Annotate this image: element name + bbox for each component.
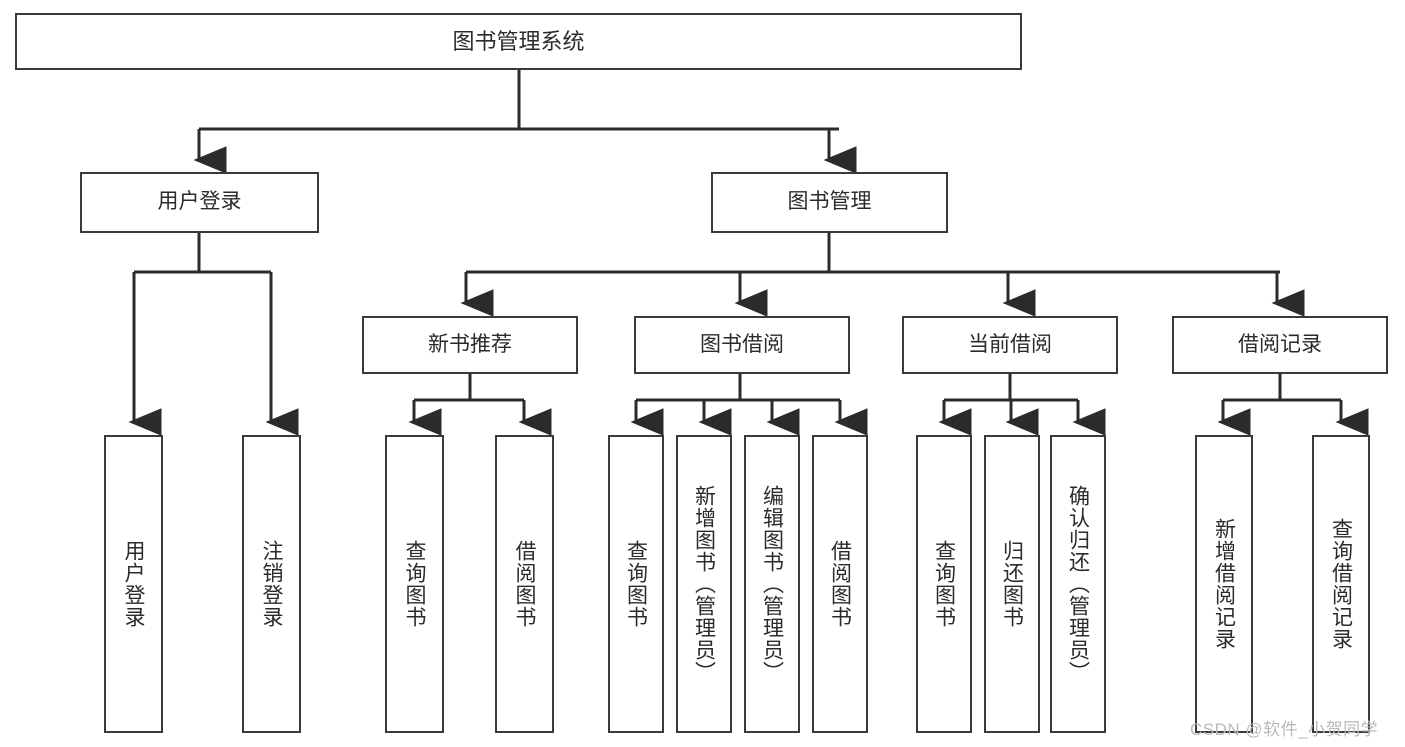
node-user-login[interactable]: 用户登录: [80, 172, 319, 233]
leaf-edit-book-label: 编辑图书（管理员）: [760, 485, 784, 683]
leaf-borrow-book-1[interactable]: 借阅图书: [495, 435, 554, 733]
leaf-query-book-2-label: 查询图书: [624, 540, 648, 628]
leaf-return-book-label: 归还图书: [1000, 540, 1024, 628]
node-root-label: 图书管理系统: [452, 28, 585, 54]
leaf-add-book[interactable]: 新增图书（管理员）: [676, 435, 732, 733]
node-current-borrow[interactable]: 当前借阅: [902, 316, 1118, 374]
leaf-add-book-label: 新增图书（管理员）: [692, 485, 716, 683]
node-book-borrow[interactable]: 图书借阅: [634, 316, 850, 374]
leaf-query-book-3-label: 查询图书: [932, 540, 956, 628]
node-new-book-recommend-label: 新书推荐: [428, 332, 512, 356]
leaf-return-book[interactable]: 归还图书: [984, 435, 1040, 733]
node-root[interactable]: 图书管理系统: [15, 13, 1022, 70]
leaf-borrow-book-2[interactable]: 借阅图书: [812, 435, 868, 733]
node-borrow-record[interactable]: 借阅记录: [1172, 316, 1388, 374]
leaf-confirm-return[interactable]: 确认归还（管理员）: [1050, 435, 1106, 733]
leaf-logout-login[interactable]: 注销登录: [242, 435, 301, 733]
leaf-user-login-label: 用户登录: [122, 540, 145, 628]
leaf-user-login[interactable]: 用户登录: [104, 435, 163, 733]
leaf-query-record[interactable]: 查询借阅记录: [1312, 435, 1370, 733]
leaf-query-book-1[interactable]: 查询图书: [385, 435, 444, 733]
leaf-edit-book[interactable]: 编辑图书（管理员）: [744, 435, 800, 733]
node-borrow-record-label: 借阅记录: [1238, 332, 1322, 356]
node-book-borrow-label: 图书借阅: [700, 332, 784, 356]
node-current-borrow-label: 当前借阅: [968, 332, 1052, 356]
node-user-login-label: 用户登录: [157, 190, 242, 214]
node-book-management[interactable]: 图书管理: [711, 172, 948, 233]
leaf-query-record-label: 查询借阅记录: [1329, 518, 1353, 650]
leaf-add-record[interactable]: 新增借阅记录: [1195, 435, 1253, 733]
leaf-add-record-label: 新增借阅记录: [1212, 518, 1236, 650]
leaf-query-book-3[interactable]: 查询图书: [916, 435, 972, 733]
node-new-book-recommend[interactable]: 新书推荐: [362, 316, 578, 374]
leaf-borrow-book-1-label: 借阅图书: [513, 540, 536, 628]
leaf-query-book-1-label: 查询图书: [403, 540, 426, 628]
leaf-borrow-book-2-label: 借阅图书: [828, 540, 852, 628]
leaf-logout-login-label: 注销登录: [260, 540, 283, 628]
leaf-query-book-2[interactable]: 查询图书: [608, 435, 664, 733]
leaf-confirm-return-label: 确认归还（管理员）: [1066, 485, 1090, 683]
node-book-management-label: 图书管理: [787, 190, 872, 214]
csdn-watermark: CSDN @软件_小贺同学: [1190, 720, 1379, 739]
